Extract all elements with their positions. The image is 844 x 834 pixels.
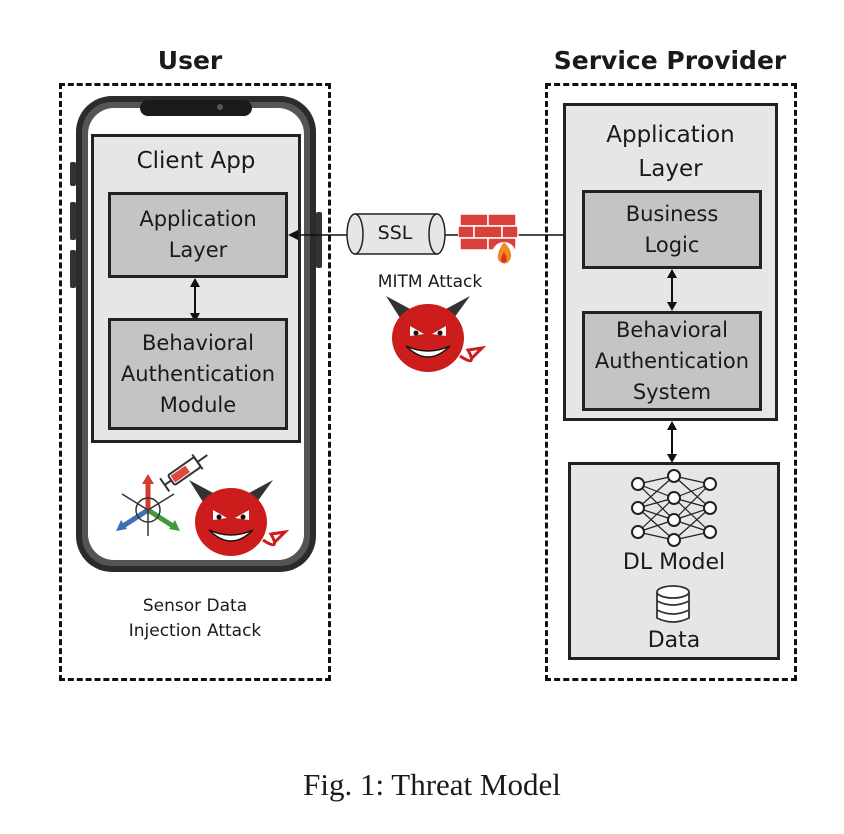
- figure-caption: Fig. 1: Threat Model: [303, 767, 561, 802]
- ssl-cylinder-icon: [346, 213, 446, 255]
- business-logic-box: Business Logic: [582, 190, 762, 269]
- user-boundary: [59, 83, 331, 681]
- behavioral-authentication-module-box: Behavioral Authentication Module: [108, 318, 288, 430]
- database-icon: [656, 585, 690, 623]
- mitm-attack-label: MITM Attack: [377, 272, 483, 292]
- user-layer-arrow: [190, 278, 200, 322]
- behavioral-authentication-system-box: Behavioral Authentication System: [582, 311, 762, 411]
- provider-layer-arrow: [667, 269, 677, 311]
- provider-application-layer-title: Application Layer: [606, 122, 735, 182]
- firewall-icon: [458, 213, 519, 266]
- service-provider-boundary: [545, 83, 797, 681]
- model-link-arrow: [667, 421, 677, 463]
- devil-icon: [386, 296, 486, 372]
- service-provider-heading: Service Provider: [553, 46, 787, 75]
- data-label: Data: [647, 628, 701, 653]
- axes-sensor-icon: [116, 474, 180, 536]
- syringe-icon: [159, 454, 208, 493]
- user-heading: User: [157, 46, 223, 75]
- dl-model-label: DL Model: [622, 550, 726, 575]
- neural-network-icon: [631, 469, 717, 547]
- sensor-injection-attack-label: Sensor Data Injection Attack: [128, 596, 262, 641]
- devil-icon: [189, 480, 289, 556]
- user-application-layer-box: Application Layer: [108, 192, 288, 278]
- client-app-title: Client App: [136, 148, 256, 174]
- ssl-label: SSL: [377, 222, 413, 244]
